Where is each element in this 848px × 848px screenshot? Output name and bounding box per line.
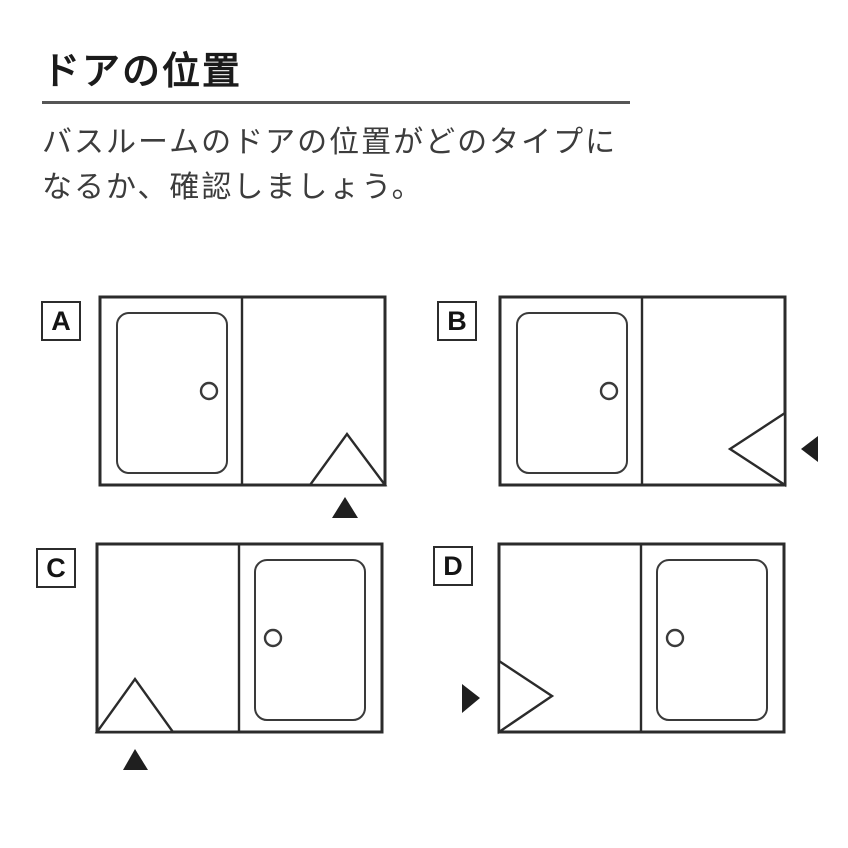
up-arrow-icon bbox=[123, 749, 148, 770]
bathtub bbox=[116, 312, 228, 474]
door-swing-triangle bbox=[307, 431, 388, 487]
type-d-label: D bbox=[433, 546, 473, 586]
right-arrow-icon bbox=[462, 684, 480, 713]
bathtub-drain-icon bbox=[599, 381, 619, 401]
door-type-option-d: D bbox=[433, 537, 786, 792]
intro-line-1: バスルームのドアの位置がどのタイプに bbox=[42, 126, 618, 159]
up-arrow-icon bbox=[332, 497, 358, 518]
bathtub-drain-icon bbox=[199, 381, 219, 401]
floorplan-b bbox=[498, 295, 818, 488]
floorplan-a bbox=[98, 295, 388, 518]
door-type-option-b: B bbox=[437, 292, 818, 547]
bathtub bbox=[656, 559, 768, 721]
door-type-option-c: C bbox=[36, 539, 384, 794]
type-a-label: A bbox=[41, 301, 81, 341]
bathtub-drain-icon bbox=[665, 628, 685, 648]
page-title: ドアの位置 bbox=[42, 51, 243, 93]
door-swing-triangle bbox=[497, 658, 555, 735]
type-c-label: C bbox=[36, 548, 76, 588]
door-swing-triangle bbox=[94, 676, 176, 734]
floorplan-d bbox=[462, 542, 786, 735]
bathtub bbox=[516, 312, 628, 474]
bathtub bbox=[254, 559, 366, 721]
door-type-option-a: A bbox=[41, 292, 388, 547]
title-underline bbox=[42, 101, 630, 104]
floorplan-c bbox=[94, 542, 384, 770]
left-arrow-icon bbox=[801, 436, 818, 462]
intro-text: バスルームのドアの位置がどのタイプになるか、確認しましょう。 bbox=[42, 120, 617, 210]
bathtub-drain-icon bbox=[263, 628, 283, 648]
type-b-label: B bbox=[437, 301, 477, 341]
door-swing-triangle bbox=[727, 410, 787, 488]
intro-line-2: なるか、確認しましょう。 bbox=[42, 171, 424, 204]
